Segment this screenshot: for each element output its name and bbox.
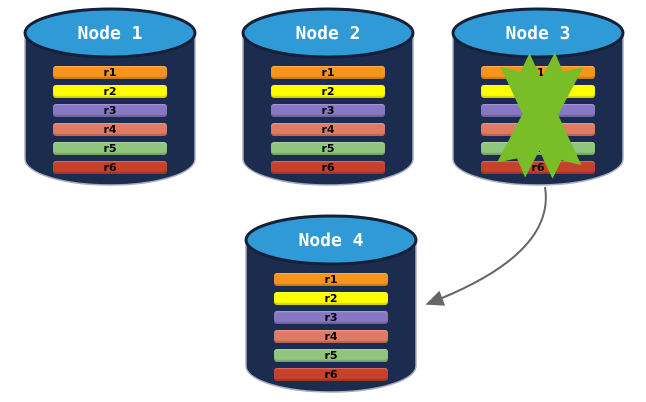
- node-2: Node 2 r1 r2 r3 r4 r5 r6: [240, 6, 416, 188]
- node-title: Node 4: [298, 230, 364, 251]
- row-r2: r2: [274, 292, 388, 305]
- failure-x-icon: [497, 52, 584, 179]
- node-title: Node 3: [505, 23, 571, 44]
- node-3: Node 3 r1 r2 r3 r4 r5 r6: [450, 6, 626, 188]
- row-r1: r1: [274, 273, 388, 286]
- row-r1: r1: [53, 66, 167, 79]
- row-r6: r6: [271, 161, 385, 174]
- row-list: r1 r2 r3 r4 r5 r6: [271, 66, 385, 174]
- row-r3: r3: [274, 311, 388, 324]
- row-r4: r4: [53, 123, 167, 136]
- row-r3: r3: [271, 104, 385, 117]
- row-r3: r3: [53, 104, 167, 117]
- row-r4: r4: [274, 330, 388, 343]
- row-r4: r4: [271, 123, 385, 136]
- row-list: r1 r2 r3 r4 r5 r6: [274, 273, 388, 381]
- row-r5: r5: [274, 349, 388, 362]
- row-r5: r5: [271, 142, 385, 155]
- node-1: Node 1 r1 r2 r3 r4 r5 r6: [22, 6, 198, 188]
- row-r2: r2: [271, 85, 385, 98]
- node-title: Node 1: [77, 23, 143, 44]
- row-r6: r6: [274, 368, 388, 381]
- row-r6: r6: [53, 161, 167, 174]
- node-4: Node 4 r1 r2 r3 r4 r5 r6: [243, 213, 419, 395]
- row-r6: r6: [481, 161, 595, 174]
- row-r2: r2: [53, 85, 167, 98]
- row-r1: r1: [271, 66, 385, 79]
- node-title: Node 2: [295, 23, 361, 44]
- row-list: r1 r2 r3 r4 r5 r6: [53, 66, 167, 174]
- row-r5: r5: [53, 142, 167, 155]
